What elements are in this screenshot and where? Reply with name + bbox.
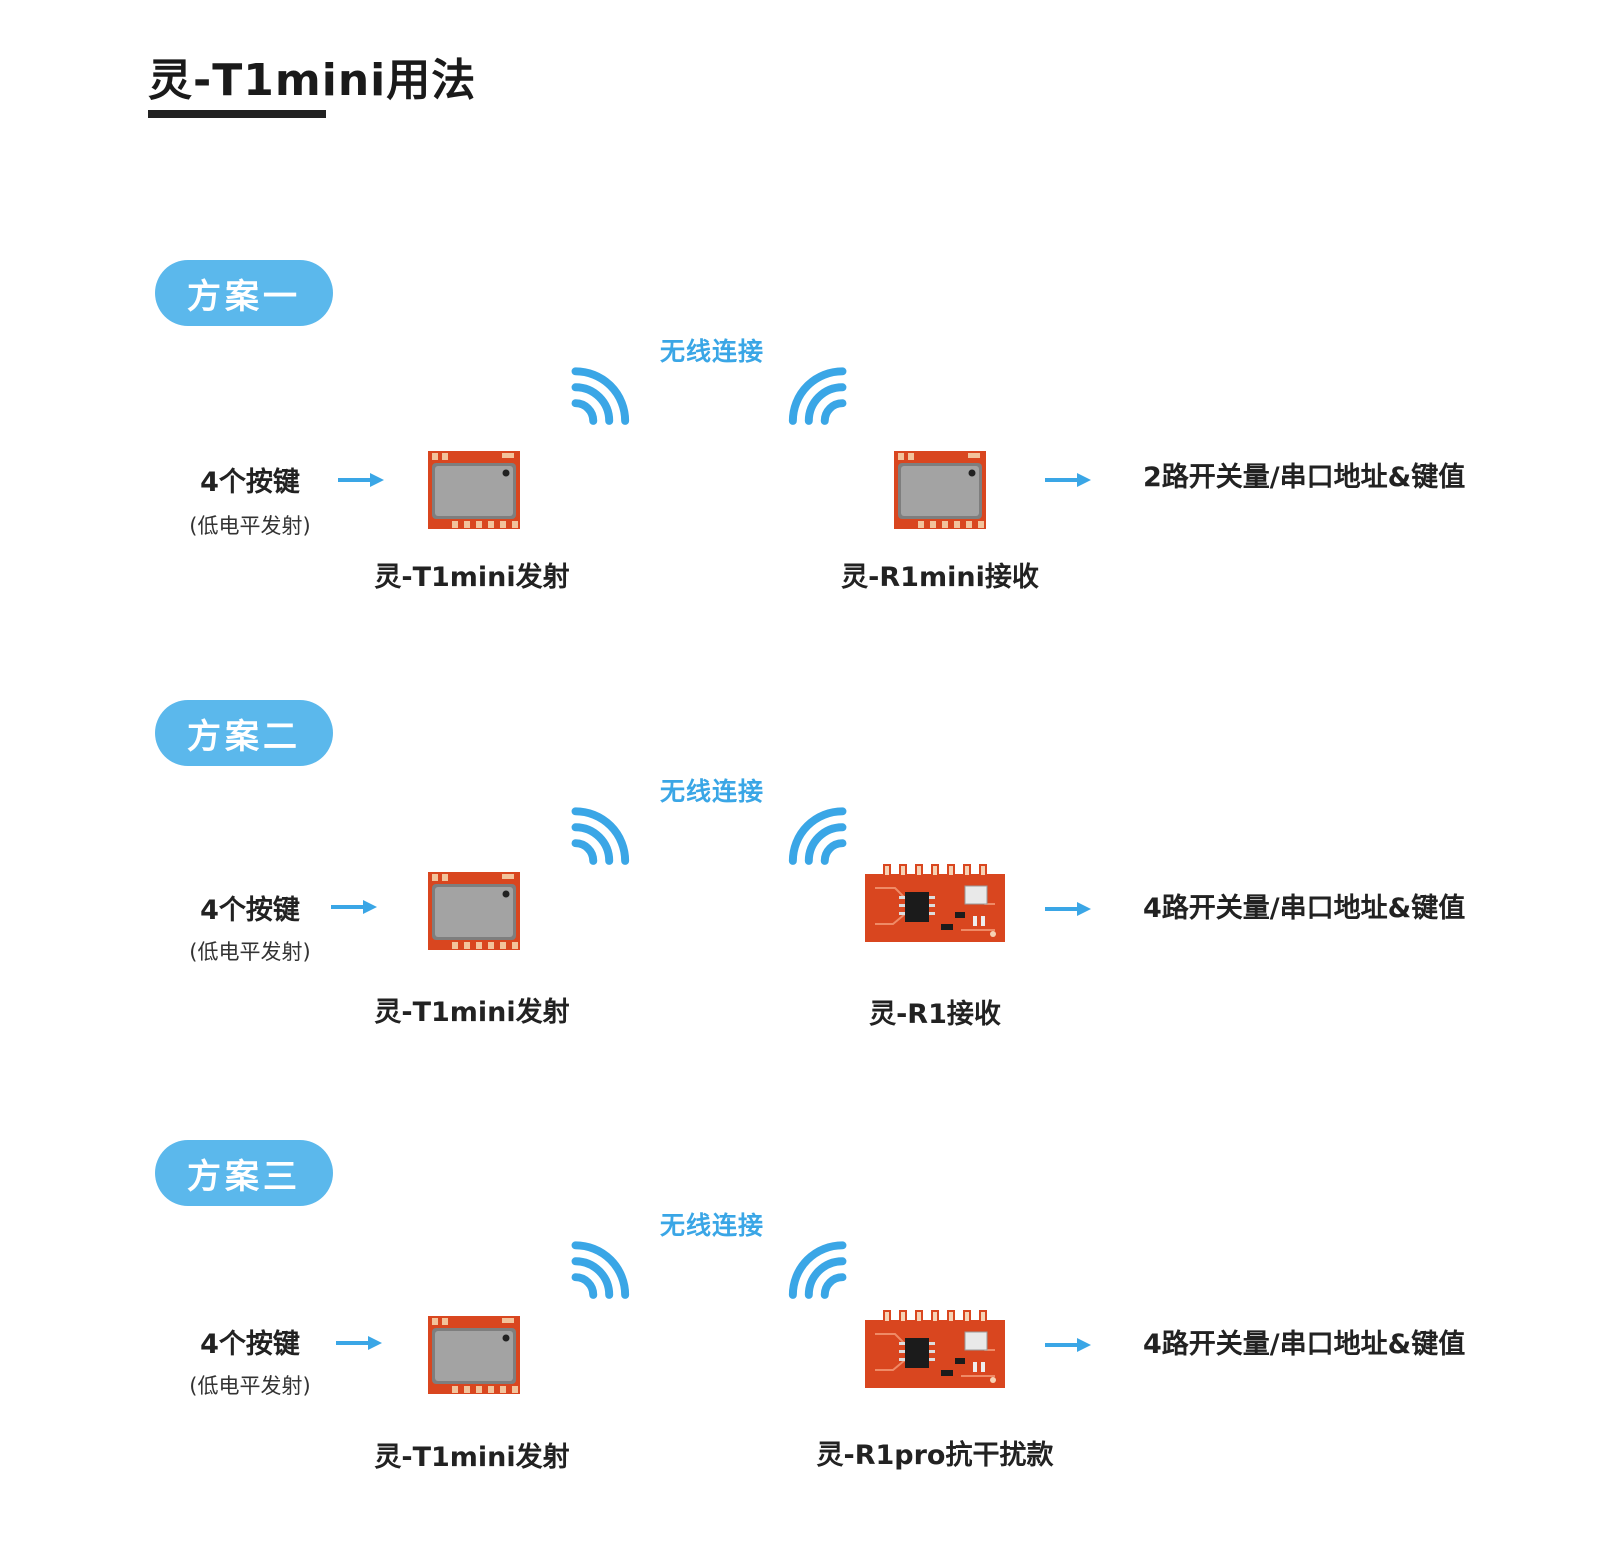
arrow-right-icon: [1045, 902, 1091, 916]
title-underline: [148, 110, 326, 118]
input-label: 4个按键: [200, 895, 300, 926]
tx-module: [428, 1316, 520, 1394]
tx-caption: 灵-T1mini发射: [374, 1442, 570, 1473]
scheme-badge: 方案一: [155, 260, 333, 326]
input-sublabel: (低电平发射): [189, 514, 311, 538]
input-sublabel: (低电平发射): [189, 940, 311, 964]
scheme-badge: 方案二: [155, 700, 333, 766]
rx-caption: 灵-R1接收: [869, 999, 1001, 1030]
tx-module: [428, 872, 520, 950]
input-label: 4个按键: [200, 467, 300, 498]
input-label: 4个按键: [200, 1329, 300, 1360]
wifi-right-icon: [780, 806, 850, 868]
tx-caption: 灵-T1mini发射: [374, 562, 570, 593]
rx-caption: 灵-R1mini接收: [841, 562, 1039, 593]
wireless-label: 无线连接: [660, 1211, 765, 1240]
wireless-label: 无线连接: [660, 337, 765, 366]
rx-module: [894, 451, 986, 529]
wifi-right-icon: [780, 366, 850, 428]
page-title: 灵-T1mini用法: [148, 55, 477, 106]
arrow-right-icon: [331, 900, 377, 914]
arrow-right-icon: [336, 1336, 382, 1350]
scheme-3: 方案三 无线连接 4个按键 (低电平发射) 灵-T1mini发射 灵-R1pro…: [0, 1140, 1600, 1560]
rx-caption: 灵-R1pro抗干扰款: [816, 1440, 1054, 1471]
wifi-left-icon: [568, 366, 638, 428]
wireless-label: 无线连接: [660, 777, 765, 806]
scheme-badge: 方案三: [155, 1140, 333, 1206]
arrow-right-icon: [1045, 473, 1091, 487]
wifi-left-icon: [568, 806, 638, 868]
tx-module: [428, 451, 520, 529]
wifi-left-icon: [568, 1240, 638, 1302]
output-label: 2路开关量/串口地址&键值: [1143, 462, 1466, 493]
wifi-right-icon: [780, 1240, 850, 1302]
rx-module: [865, 1310, 1005, 1388]
scheme-1: 方案一 无线连接 4个按键 (低电平发射) 灵-T1mini发射 灵-R1min…: [0, 260, 1600, 680]
tx-caption: 灵-T1mini发射: [374, 997, 570, 1028]
input-sublabel: (低电平发射): [189, 1374, 311, 1398]
rx-module: [865, 864, 1005, 942]
output-label: 4路开关量/串口地址&键值: [1143, 1329, 1466, 1360]
arrow-right-icon: [338, 473, 384, 487]
output-label: 4路开关量/串口地址&键值: [1143, 893, 1466, 924]
scheme-2: 方案二 无线连接 4个按键 (低电平发射) 灵-T1mini发射 灵-R1接收 …: [0, 700, 1600, 1120]
arrow-right-icon: [1045, 1338, 1091, 1352]
